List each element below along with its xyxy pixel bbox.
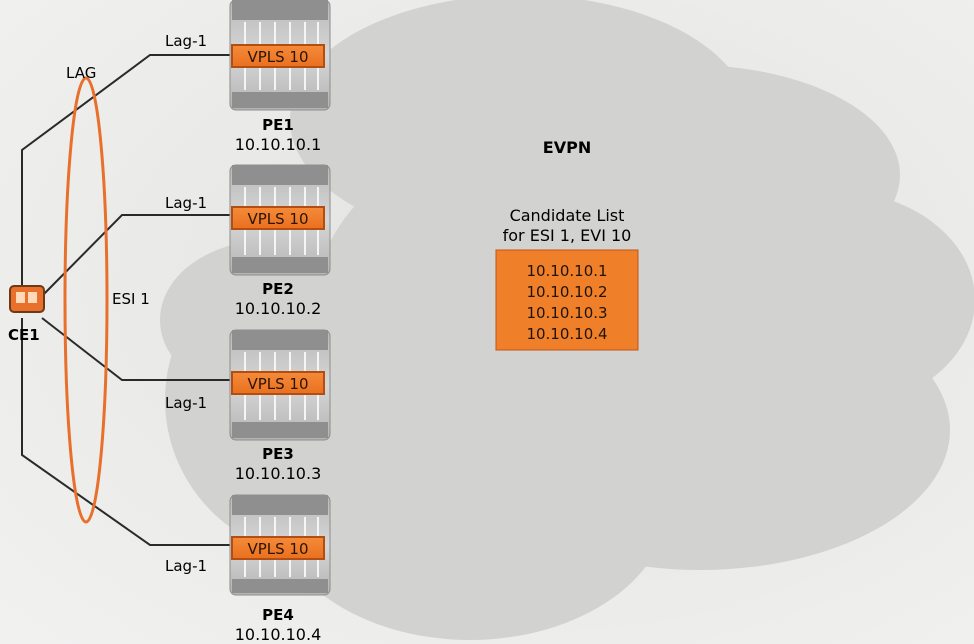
vpls-badge-pe4: VPLS 10 bbox=[231, 536, 325, 560]
link-pe3 bbox=[41, 317, 232, 381]
pe1-name: PE1 bbox=[262, 116, 294, 134]
ce1-icon bbox=[9, 285, 45, 313]
links bbox=[21, 54, 232, 546]
link-label-pe2: Lag-1 bbox=[165, 194, 207, 212]
candidate-title-line1: Candidate List bbox=[510, 206, 625, 225]
link-label-pe3: Lag-1 bbox=[165, 394, 207, 412]
lag-label: LAG bbox=[66, 64, 96, 82]
pe1-ip: 10.10.10.1 bbox=[235, 135, 322, 154]
pe2-name: PE2 bbox=[262, 280, 294, 298]
pe3-ip: 10.10.10.3 bbox=[235, 464, 322, 483]
pe3-name: PE3 bbox=[262, 445, 294, 463]
vpls-badge-pe2: VPLS 10 bbox=[231, 206, 325, 230]
candidate-entry: 10.10.10.4 bbox=[526, 325, 607, 343]
link-pe4 bbox=[21, 318, 232, 546]
pe2-ip: 10.10.10.2 bbox=[235, 299, 322, 318]
vpls-label-pe4: VPLS 10 bbox=[247, 540, 308, 558]
candidate-entry: 10.10.10.1 bbox=[526, 262, 607, 280]
esi-label: ESI 1 bbox=[112, 290, 150, 308]
vpls-badge-pe3: VPLS 10 bbox=[231, 371, 325, 395]
candidate-entry: 10.10.10.2 bbox=[526, 283, 607, 301]
link-label-pe4: Lag-1 bbox=[165, 557, 207, 575]
lag-ring bbox=[63, 76, 109, 524]
ce1-label: CE1 bbox=[8, 326, 40, 344]
vpls-label-pe1: VPLS 10 bbox=[247, 48, 308, 66]
candidate-entry: 10.10.10.3 bbox=[526, 304, 607, 322]
pe4-ip: 10.10.10.4 bbox=[235, 625, 322, 644]
candidate-list-box: 10.10.10.1 10.10.10.2 10.10.10.3 10.10.1… bbox=[495, 249, 639, 351]
evpn-label: EVPN bbox=[543, 138, 591, 157]
vpls-label-pe3: VPLS 10 bbox=[247, 375, 308, 393]
vpls-label-pe2: VPLS 10 bbox=[247, 210, 308, 228]
pe4-name: PE4 bbox=[262, 606, 294, 624]
evpn-cloud bbox=[160, 0, 974, 640]
vpls-badge-pe1: VPLS 10 bbox=[231, 44, 325, 68]
candidate-title-line2: for ESI 1, EVI 10 bbox=[503, 226, 632, 245]
link-label-pe1: Lag-1 bbox=[165, 32, 207, 50]
ce1-device bbox=[9, 285, 45, 313]
link-pe2 bbox=[41, 214, 232, 297]
link-pe1 bbox=[21, 54, 232, 296]
